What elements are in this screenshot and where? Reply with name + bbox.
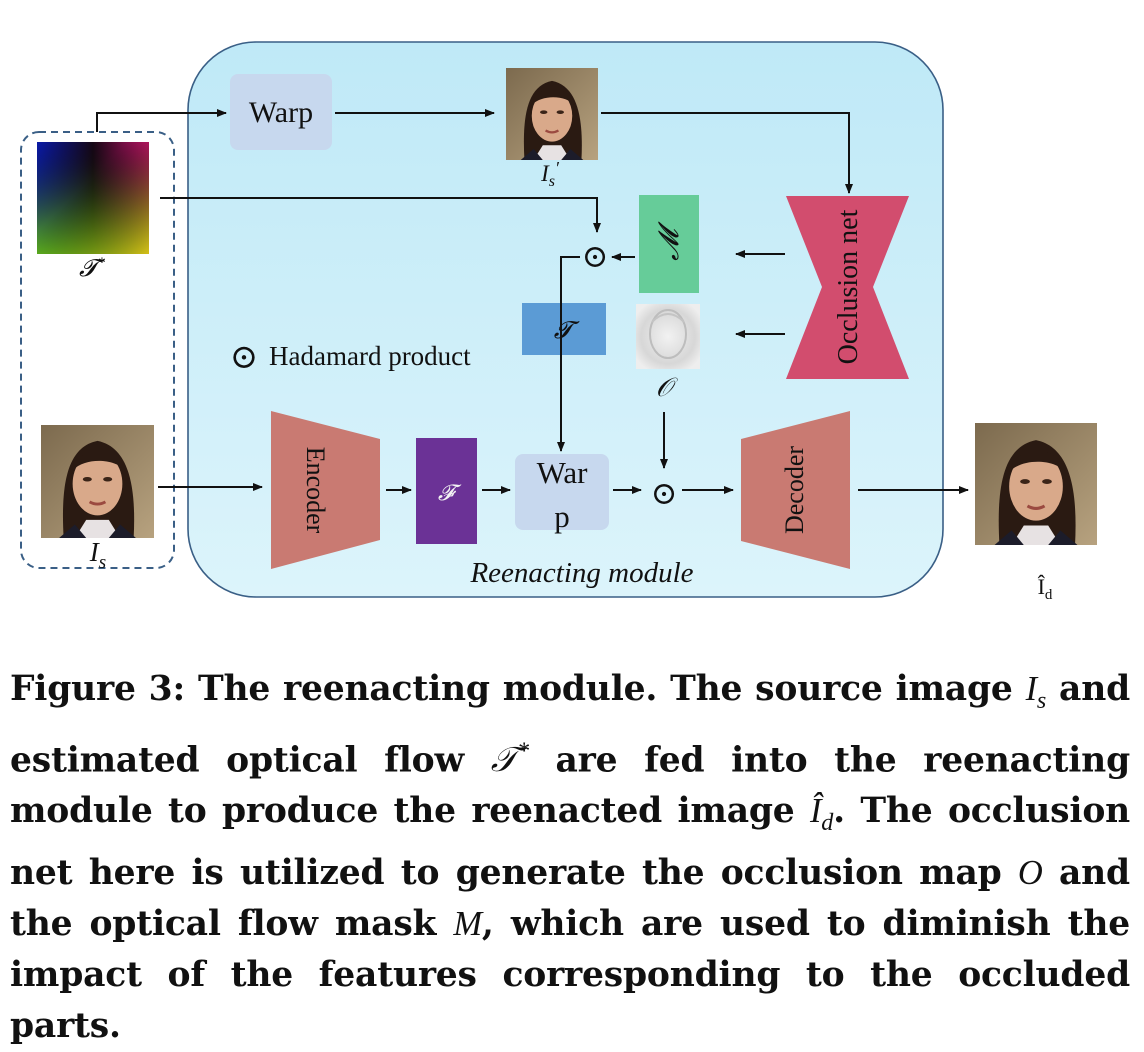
hadamard-legend-text: Hadamard product [269, 341, 471, 371]
occlusion-net-block [786, 196, 909, 379]
caption-var-is: Is [1025, 670, 1047, 714]
estimated-optical-flow-image [37, 142, 149, 254]
source-label: Is [89, 537, 106, 573]
occlusion-net-label: Occlusion net [833, 209, 864, 364]
source-image [41, 425, 154, 538]
encoder-label: Encoder [301, 447, 330, 534]
caption-var-o: O [1017, 854, 1043, 893]
reenacting-module-label: Reenacting module [469, 557, 693, 589]
main-warp-label-line2: p [554, 499, 570, 534]
connection-arrows [96, 109, 969, 494]
warped-source-image [506, 68, 598, 160]
top-warp-block [230, 74, 332, 150]
decoder-block [741, 411, 850, 569]
caption-text-2: and estimated optical flow [10, 669, 1130, 781]
flow-input-label: 𝓣* [79, 255, 105, 282]
caption-var-t: 𝒯* [490, 737, 529, 780]
top-warp-label: Warp [249, 96, 313, 129]
occlusion-map-image [636, 304, 700, 369]
input-group-box [20, 131, 175, 569]
figure-caption: Figure 3: The reenacting module. The sou… [10, 664, 1130, 1052]
warped-source-label: Is′ [540, 158, 560, 190]
caption-text-3: are fed into the reenacting module to pr… [10, 740, 1130, 832]
caption-text-4: . The occlusion net here is utilized to … [10, 791, 1131, 894]
hadamard-legend-symbol: ⊙ [230, 339, 259, 376]
feature-block [416, 438, 477, 544]
output-label: Îd [1038, 574, 1053, 603]
caption-text-1: Figure 3: The reenacting module. The sou… [10, 669, 1026, 709]
caption-var-m: M [453, 905, 482, 944]
decoder-label: Decoder [780, 446, 809, 534]
encoder-block [271, 411, 380, 569]
optical-flow-mask-block [639, 195, 699, 293]
hadamard-operator-top: ⊙ [582, 238, 609, 274]
caption-text-5: and the optical flow mask [10, 853, 1130, 945]
main-warp-label-line1: War [537, 455, 589, 490]
hadamard-operator-bottom: ⊙ [651, 475, 678, 511]
flow-block [522, 303, 606, 355]
reenacted-output-image [975, 421, 1097, 547]
caption-var-id: Îd [810, 792, 834, 837]
reenacting-module-diagram: Reenacting module 𝓣* Is Is′ Îd Warp Occl… [20, 41, 1097, 603]
main-warp-block [515, 454, 609, 530]
